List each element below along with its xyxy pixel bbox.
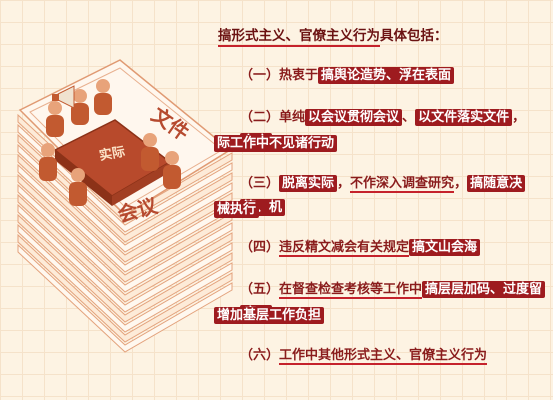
list-item-4: （四）违反精文减会有关规定搞文山会海 [240,236,540,260]
paper-sheet [17,143,233,253]
item-plain: 热衷于 [279,68,319,83]
item-underlined: 违反精文减会有关规定 [279,240,410,257]
paper-sheet [17,193,233,303]
item-highlight: 搞舆论造势、浮在表面 [318,67,455,84]
item-number: （四） [240,240,280,255]
person-icon [39,143,57,181]
item-underlined: 不作深入调查研究 [350,176,455,193]
heading-underlined: 搞形式主义、官僚主义行为 [218,28,380,47]
item-separator: ， [337,176,351,191]
item-separator: 、 [402,110,416,125]
item-number: （一） [240,68,280,83]
person-icon [69,168,87,206]
megaphone-icon [52,85,75,109]
item-number: （三） [240,176,280,191]
paper-sheet [17,243,233,353]
item-number: （二） [240,110,280,125]
item-highlight: 以文件落实文件 [415,109,513,126]
paper-sheet [17,213,233,323]
list-item-5-cont: 增加基层工作负担 [214,304,514,328]
list-item-6: （六）工作中其他形式主义、官僚主义行为 [240,344,540,368]
item-plain: 单纯 [279,110,306,125]
list-item-3-cont: 械执行 [214,198,514,222]
item-number: （五） [240,282,280,297]
item-number: （六） [240,348,280,363]
item-highlight: 搞文山会海 [409,239,481,256]
illustration: 文件 实际 会议 [17,59,233,353]
item-highlight: 际工作中不见诸行动 [214,135,338,152]
person-icon [71,89,89,125]
paper-sheet [17,233,233,343]
item-highlight: 以会议贯彻会议 [305,109,403,126]
person-icon [94,79,112,115]
heading-rest: 具体包括： [380,28,448,44]
person-icon [46,101,64,137]
item-highlight: 增加基层工作负担 [214,307,325,324]
person-icon [141,133,159,171]
table-label: 实际 [98,144,126,164]
item-separator: ， [454,176,468,191]
paper-stack [17,113,233,353]
paper-sheet [17,173,233,283]
paper-sheet [17,223,233,333]
person-icon [163,151,181,189]
item-underlined: 在督查检查考核等工作中 [279,282,423,299]
list-item-1: （一）热衷于搞舆论造势、浮在表面 [240,64,540,88]
paper-sheet [17,133,233,243]
paper-sheet [17,203,233,313]
list-item-2-cont: 际工作中不见诸行动 [214,132,514,156]
item-separator: ， [512,110,526,125]
item-underlined: 工作中其他形式主义、官僚主义行为 [279,348,488,365]
item-highlight: 脱离实际 [279,175,338,192]
paper-sheet [17,183,233,293]
text-panel: 搞形式主义、官僚主义行为具体包括： [218,26,548,47]
item-highlight: 械执行 [214,201,260,218]
list-item-3: （三）脱离实际，不作深入调查研究，搞随意决策、机 [240,172,540,220]
paper-sheet [17,153,233,263]
paper-sheet [17,123,233,233]
heading: 搞形式主义、官僚主义行为具体包括： [218,26,548,47]
meeting-people [39,79,181,206]
